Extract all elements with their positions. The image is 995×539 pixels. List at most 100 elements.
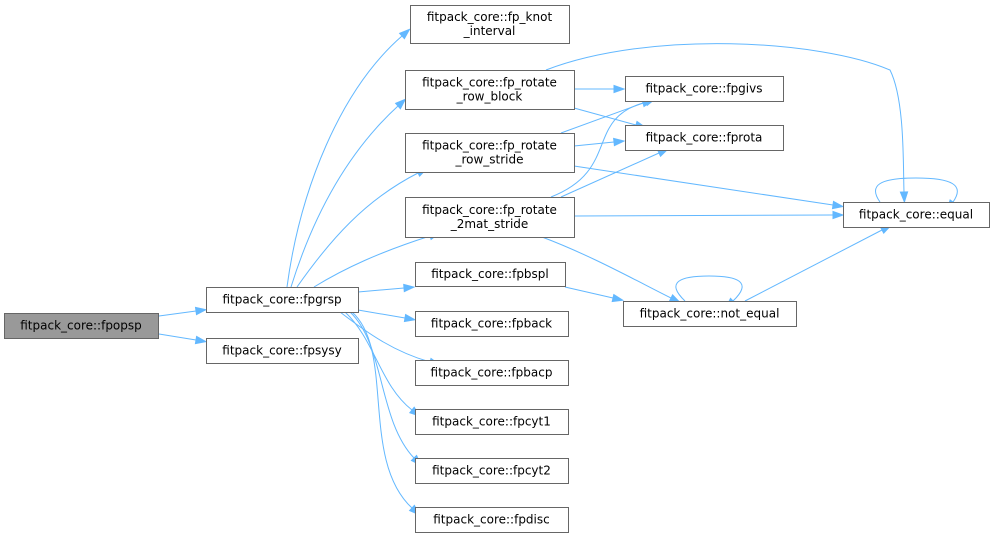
edge-line: [550, 102, 644, 198]
edge-fpgrsp-to-fp_knot_interval: [286, 28, 411, 288]
node-label: fitpack_core::fp_knot: [427, 10, 553, 24]
edge-line: [545, 43, 905, 193]
edge-line: [875, 177, 958, 203]
node-fpopsp[interactable]: fitpack_core::fpopsp: [4, 313, 159, 339]
edge-line: [573, 141, 615, 147]
node-label: _row_stride: [454, 153, 523, 167]
node-label: fitpack_core::fpbacp: [431, 366, 553, 380]
edge-line: [313, 235, 431, 288]
node-fpback[interactable]: fitpack_core::fpback: [415, 311, 569, 337]
edge-line: [351, 311, 413, 509]
node-box[interactable]: [206, 338, 359, 364]
edge-line: [357, 287, 405, 293]
edge-fp_rotate_row_stride-to-equal: [573, 165, 845, 210]
node-fp-rotate-row-block[interactable]: fitpack_core::fp_rotate_row_block: [405, 70, 575, 110]
arrowhead-icon: [899, 191, 909, 204]
arrowhead-icon: [831, 200, 845, 210]
node-box[interactable]: [415, 409, 569, 435]
arrowhead-icon: [403, 283, 416, 293]
node-label: fitpack_core::fpdisc: [433, 513, 550, 527]
edge-line: [158, 333, 197, 341]
arrowhead-icon: [832, 210, 845, 220]
node-label: fitpack_core::fpopsp: [20, 319, 142, 333]
node-box[interactable]: [415, 360, 569, 386]
arrowhead-icon: [394, 98, 407, 110]
edge-line: [573, 214, 834, 217]
edge-line: [296, 172, 419, 288]
node-box[interactable]: [405, 70, 575, 110]
node-label: fitpack_core::fp_rotate: [422, 76, 557, 90]
node-box[interactable]: [405, 197, 575, 238]
node-box[interactable]: [623, 301, 797, 327]
node-label: _row_block: [456, 90, 523, 104]
edge-line: [344, 311, 413, 411]
node-box[interactable]: [410, 5, 570, 44]
edge-line: [564, 286, 614, 299]
edge-line: [675, 275, 743, 302]
edge-fpgrsp-to-fpbspl: [357, 283, 416, 293]
edge-line: [349, 311, 415, 459]
nodes-layer: fitpack_core::fpopsp fitpack_core::fpgrsp…: [4, 5, 990, 533]
arrowhead-icon: [403, 313, 417, 323]
node-fpdisc[interactable]: fitpack_core::fpdisc: [415, 507, 569, 533]
node-label: _2mat_stride: [450, 217, 529, 231]
edge-line: [560, 152, 660, 198]
edge-fp_rotate_row_stride-to-fprota: [573, 137, 626, 147]
node-fpcyt1[interactable]: fitpack_core::fpcyt1: [415, 409, 569, 435]
node-fpgivs[interactable]: fitpack_core::fpgivs: [625, 76, 784, 102]
node-fpbacp[interactable]: fitpack_core::fpbacp: [415, 360, 569, 386]
node-box[interactable]: [415, 458, 569, 484]
edge-fpgrsp-to-fpback: [357, 309, 417, 323]
node-box[interactable]: [405, 133, 575, 173]
node-label: fitpack_core::fpsysy: [222, 344, 341, 358]
arrowhead-icon: [611, 293, 625, 303]
arrowhead-icon: [194, 306, 208, 316]
node-fp-knot-interval[interactable]: fitpack_core::fp_knot_interval: [410, 5, 570, 44]
edge-fpgrsp-to-fp_rotate_row_block: [290, 98, 407, 288]
edge-line: [357, 309, 406, 319]
node-label: fitpack_core::not_equal: [640, 307, 780, 321]
edge-fpbspl-to-not_equal: [564, 286, 625, 303]
node-fpgrsp[interactable]: fitpack_core::fpgrsp: [206, 287, 359, 313]
edge-fp_rotate_row_block-to-fpgivs: [574, 84, 626, 94]
node-label: fitpack_core::fpcyt2: [432, 464, 551, 478]
node-label: fitpack_core::fpcyt1: [432, 415, 551, 429]
edge-line: [158, 310, 197, 317]
node-label: fitpack_core::equal: [859, 208, 973, 222]
node-fpbspl[interactable]: fitpack_core::fpbspl: [415, 262, 566, 287]
node-fprota[interactable]: fitpack_core::fprota: [625, 125, 784, 151]
arrowhead-icon: [613, 137, 626, 147]
node-label: fitpack_core::fpgivs: [645, 82, 762, 96]
node-label: fitpack_core::fp_rotate: [422, 203, 557, 217]
node-label: fitpack_core::fp_rotate: [422, 139, 557, 153]
edge-fpgrsp-to-fpcyt1: [344, 311, 422, 418]
edge-not_equal-to-equal: [744, 224, 893, 302]
node-equal[interactable]: fitpack_core::equal: [843, 202, 990, 228]
edge-fp_rotate_2mat_stride-to-fprota: [560, 148, 670, 198]
edge-line: [541, 236, 672, 299]
edge-fpgrsp-to-fpcyt2: [349, 311, 422, 467]
node-fp-rotate-2mat-stride[interactable]: fitpack_core::fp_rotate_2mat_stride: [405, 197, 575, 238]
arrowhead-icon: [398, 28, 411, 40]
node-label: fitpack_core::fprota: [646, 131, 763, 145]
node-not-equal[interactable]: fitpack_core::not_equal: [623, 301, 797, 327]
edge-line: [744, 229, 883, 302]
node-fp-rotate-row-stride[interactable]: fitpack_core::fp_rotate_row_stride: [405, 133, 575, 173]
node-box[interactable]: [843, 202, 990, 228]
node-fpsysy[interactable]: fitpack_core::fpsysy: [206, 338, 359, 364]
edge-fp_rotate_2mat_stride-to-not_equal: [541, 236, 682, 304]
node-box[interactable]: [415, 262, 566, 287]
node-box[interactable]: [206, 287, 359, 313]
edge-fp_rotate_2mat_stride-to-equal: [573, 210, 845, 220]
node-box[interactable]: [625, 125, 784, 151]
node-box[interactable]: [415, 507, 569, 533]
edge-fpopsp-to-fpgrsp: [158, 306, 208, 317]
node-box[interactable]: [625, 76, 784, 102]
edge-line: [286, 35, 403, 288]
node-box[interactable]: [415, 311, 569, 337]
node-label: fitpack_core::fpback: [431, 317, 552, 331]
node-box[interactable]: [4, 313, 159, 339]
edge-line: [290, 105, 399, 288]
node-fpcyt2[interactable]: fitpack_core::fpcyt2: [415, 458, 569, 484]
